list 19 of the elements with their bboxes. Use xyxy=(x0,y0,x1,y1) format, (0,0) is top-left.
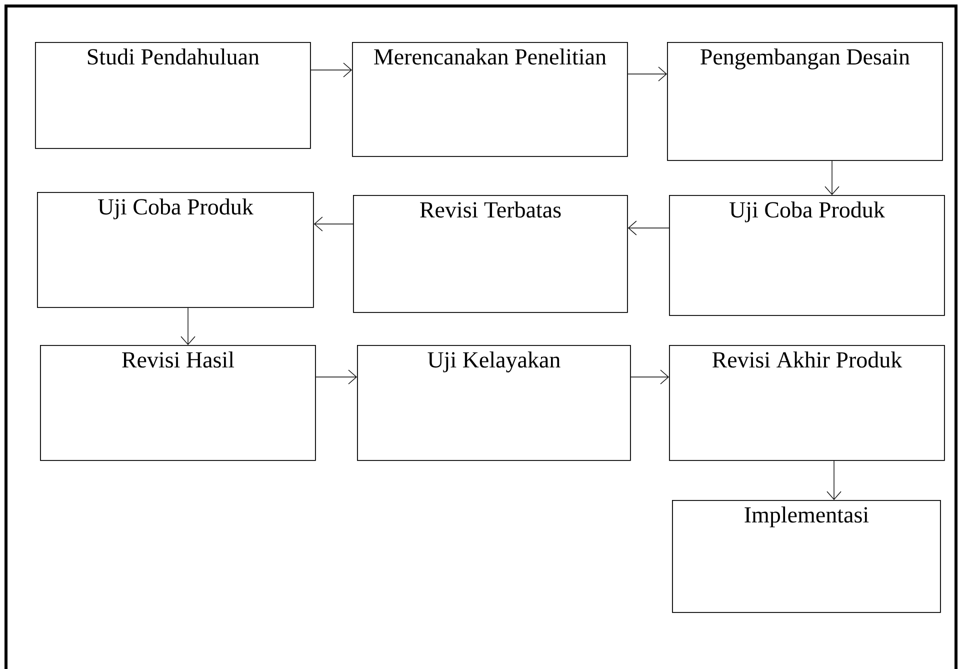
arrow xyxy=(628,220,670,236)
process-box: Uji Kelayakan xyxy=(357,345,631,461)
process-box: Pengembangan Desain xyxy=(667,42,943,161)
arrow xyxy=(630,370,670,384)
arrow xyxy=(310,62,352,78)
arrow xyxy=(824,160,840,195)
arrow xyxy=(316,370,357,384)
process-box: Revisi Akhir Produk xyxy=(669,345,945,461)
process-box: Revisi Hasil xyxy=(40,345,316,461)
process-box: Studi Pendahuluan xyxy=(35,42,311,149)
arrow xyxy=(180,308,196,345)
process-box: Uji Coba Produk xyxy=(669,195,945,316)
process-box: Revisi Terbatas xyxy=(353,195,628,313)
process-box: Merencanakan Penelitian xyxy=(352,42,628,157)
process-box: Implementasi xyxy=(672,500,941,613)
arrow xyxy=(826,460,842,500)
arrow xyxy=(314,216,354,232)
arrow xyxy=(628,66,668,82)
process-box: Uji Coba Produk xyxy=(37,192,314,308)
